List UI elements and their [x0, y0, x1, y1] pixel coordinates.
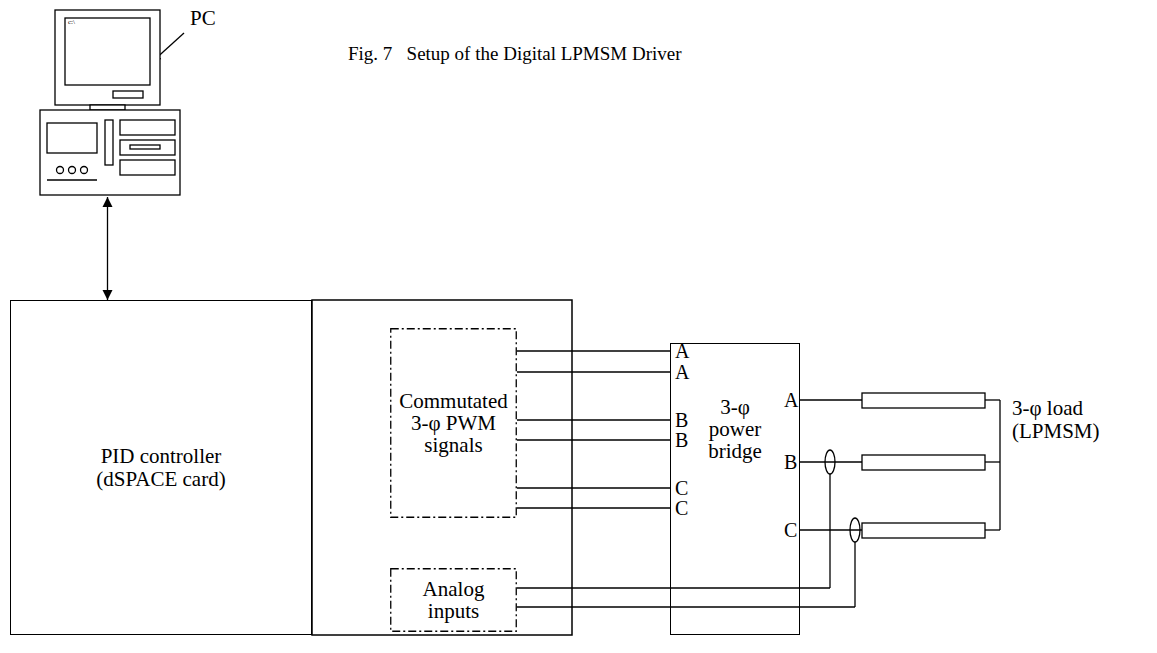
pin-name: C — [675, 498, 688, 518]
controller-io-panel — [312, 300, 572, 635]
connector — [517, 350, 670, 351]
block-label: Analog inputs — [423, 578, 485, 622]
connector — [517, 419, 670, 420]
current-sensor-wires — [517, 450, 860, 607]
block-label: 3-φ power bridge — [708, 396, 762, 462]
connector — [517, 487, 670, 488]
computer-label: PC — [190, 7, 216, 29]
pwm-signal-block: Commutated 3-φ PWM signals — [390, 328, 517, 518]
connector — [517, 439, 670, 440]
controller-box: PID controller (dSPACE card) — [10, 300, 312, 635]
block-label: Commutated 3-φ PWM signals — [399, 390, 508, 456]
computer-drawing — [35, 5, 180, 197]
block-label: PID controller (dSPACE card) — [76, 445, 246, 489]
load-resistors — [862, 393, 985, 538]
figure-caption: Fig. 7 Setup of the Digital LPMSM Driver — [348, 44, 682, 63]
power-bridge: 3-φ power bridge — [670, 343, 800, 635]
connector — [517, 371, 670, 372]
phase-name: C — [784, 520, 797, 540]
connector — [107, 197, 108, 300]
pin-name: B — [675, 410, 688, 430]
connector — [517, 507, 670, 508]
phase-name: A — [784, 390, 798, 410]
pin-name: A — [675, 341, 689, 361]
load-label: 3-φ load (LPMSM) — [1012, 397, 1107, 443]
pin-name: B — [675, 430, 688, 450]
analog-input-block: Analog inputs — [390, 568, 517, 632]
pin-name: A — [675, 362, 689, 382]
pin-name: C — [675, 478, 688, 498]
screen-prompt: c:\ — [68, 19, 75, 26]
phase-name: B — [784, 452, 797, 472]
computer-icon: PC — [35, 5, 180, 197]
